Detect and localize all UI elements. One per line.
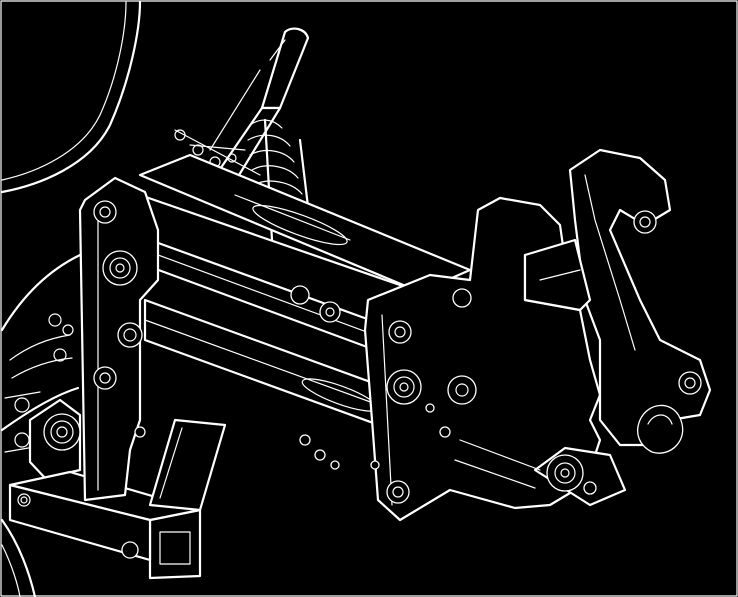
cotter-pins <box>174 129 261 176</box>
left-side-plate <box>78 176 160 502</box>
tractor-body <box>0 0 142 597</box>
lower-drawbar <box>148 418 227 512</box>
right-clevis <box>568 148 712 454</box>
lever-handle <box>209 27 310 182</box>
upper-link <box>523 238 592 312</box>
rail-fasteners <box>290 285 341 470</box>
left-fittings <box>4 313 74 453</box>
left-bracket <box>28 398 82 480</box>
right-side-plate <box>363 196 602 522</box>
lower-right-bearing <box>454 439 627 507</box>
